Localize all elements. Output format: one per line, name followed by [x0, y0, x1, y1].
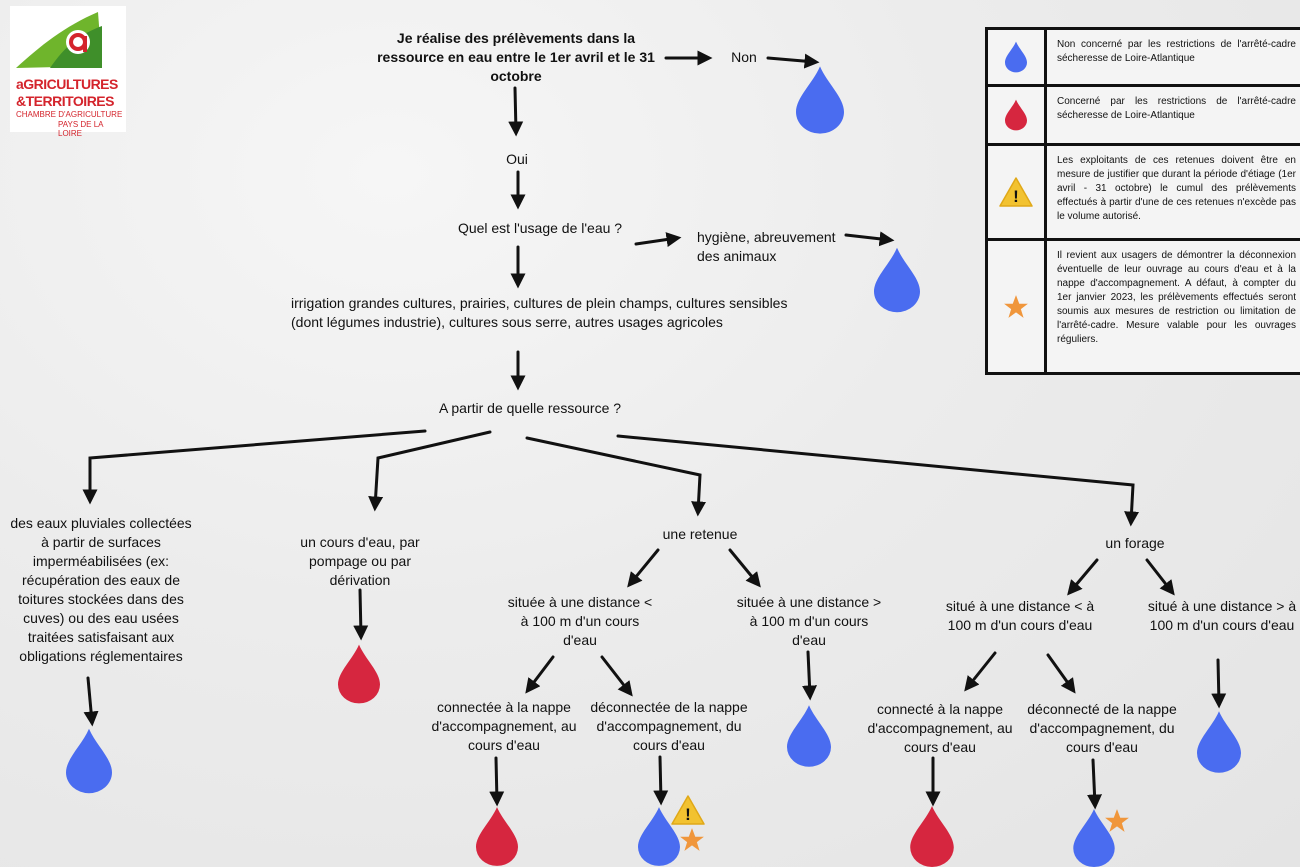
answer-non: Non: [731, 49, 757, 65]
arrow-q3-forage: [616, 434, 1140, 527]
blue-drop-icon: [1005, 41, 1027, 73]
legend-row-star: Il revient aux usagers de démontrer la d…: [988, 238, 1300, 372]
legend-row-warning: ! Les exploitants de ces retenues doiven…: [988, 143, 1300, 238]
logo-mark-icon: [16, 12, 102, 68]
red-drop-icon: [476, 807, 518, 866]
arrow-retenue-gt: [728, 548, 761, 588]
logo-line-1: aGRICULTURES: [16, 76, 118, 92]
legend-text: Il revient aux usagers de démontrer la d…: [1057, 250, 1296, 345]
blue-drop-icon: [874, 247, 920, 313]
arrow-q3-pluviales: [82, 429, 427, 505]
arrow-forage-deconn: [1046, 653, 1076, 694]
legend-table: Non concerné par les restrictions de l'a…: [985, 27, 1300, 375]
svg-text:!: !: [685, 805, 691, 824]
svg-text:!: !: [1013, 187, 1019, 206]
blue-drop-icon: [1197, 711, 1241, 773]
arrow-hygiene-drop: [844, 231, 895, 247]
retenue-plus-100m: située à une distance > à 100 m d'un cou…: [736, 594, 882, 648]
answer-oui: Oui: [506, 151, 528, 167]
arrow-retenue-lt: [627, 548, 660, 588]
blue-drop-icon: [787, 705, 831, 767]
arrow-pluviales-drop: [83, 676, 99, 727]
forage-moins-100m: situé à une distance < à 100 m d'un cour…: [945, 598, 1095, 633]
blue-drop-icon: [796, 66, 844, 134]
arrow-forage-conn: [964, 651, 997, 692]
chambre-agriculture-logo: aGRICULTURES &TERRITOIRES CHAMBRE D'AGRI…: [10, 6, 126, 138]
star-icon: [1105, 809, 1129, 832]
red-drop-icon: [910, 806, 954, 867]
arrow-q3-retenue: [525, 436, 707, 517]
star-icon: [680, 828, 704, 851]
retenue-connectee: connectée à la nappe d'accompagnement, a…: [431, 699, 577, 753]
resource-eaux-pluviales: des eaux pluviales collectées à partir d…: [10, 515, 192, 664]
resource-forage: un forage: [1105, 535, 1165, 551]
arrow-forage-deconn-drop: [1087, 758, 1103, 810]
legend-text: Concerné par les restrictions de l'arrêt…: [1057, 96, 1296, 121]
logo-line-3: CHAMBRE D'AGRICULTURE: [16, 110, 123, 119]
arrow-retenue-conn: [525, 655, 555, 694]
arrow-forage-gt: [1145, 558, 1175, 596]
legend-row-blue: Non concerné par les restrictions de l'a…: [988, 30, 1300, 84]
blue-drop-icon: [638, 807, 680, 866]
question-usage: Quel est l'usage de l'eau ?: [457, 220, 623, 236]
logo-line-4: PAYS DE LA LOIRE: [58, 120, 104, 138]
forage-plus-100m: situé à une distance > à 100 m d'un cour…: [1147, 598, 1297, 633]
forage-connecte: connecté à la nappe d'accompagnement, au…: [867, 701, 1013, 755]
arrow-retenue-conn-drop: [489, 756, 505, 807]
arrow-q1-oui: [508, 86, 524, 137]
legend-row-red: Concerné par les restrictions de l'arrêt…: [988, 84, 1300, 143]
warning-icon: !: [671, 795, 705, 825]
question-prelevements: Je réalise des prélèvements dans la ress…: [377, 30, 655, 84]
red-drop-icon: [338, 644, 380, 704]
usage-hygiene: hygiène, abreuvement des animaux: [697, 229, 836, 264]
arrow-forage-lt: [1067, 558, 1099, 596]
star-icon: [1004, 294, 1028, 318]
arrow-cours-drop: [353, 588, 369, 641]
arrow-q2-hygiene: [634, 232, 682, 247]
retenue-moins-100m: située à une distance < à 100 m d'un cou…: [507, 594, 653, 648]
logo-line-2: &TERRITOIRES: [16, 93, 114, 109]
legend-text: Non concerné par les restrictions de l'a…: [1057, 39, 1296, 64]
arrow-q3-cours: [368, 430, 492, 512]
arrow-non-drop: [766, 53, 820, 69]
usage-irrigation: irrigation grandes cultures, prairies, c…: [291, 295, 788, 330]
warning-icon: !: [999, 177, 1033, 207]
red-drop-icon: [1005, 99, 1027, 131]
resource-cours-eau: un cours d'eau, par pompage ou par dériv…: [300, 534, 420, 588]
question-ressource: A partir de quelle ressource ?: [438, 400, 622, 416]
legend-text: Les exploitants de ces retenues doivent …: [1057, 155, 1296, 222]
retenue-deconnectee: déconnectée de la nappe d'accompagnement…: [590, 699, 748, 753]
arrow-retenue-gt-drop: [802, 650, 818, 701]
arrow-retenue-deconn-drop: [653, 755, 669, 806]
resource-retenue: une retenue: [662, 526, 738, 542]
blue-drop-icon: [66, 728, 112, 794]
forage-deconnecte: déconnecté de la nappe d'accompagnement,…: [1027, 701, 1177, 755]
arrow-forage-gt-drop: [1211, 658, 1227, 709]
arrow-retenue-deconn: [600, 655, 633, 697]
blue-drop-icon: [1073, 809, 1115, 867]
